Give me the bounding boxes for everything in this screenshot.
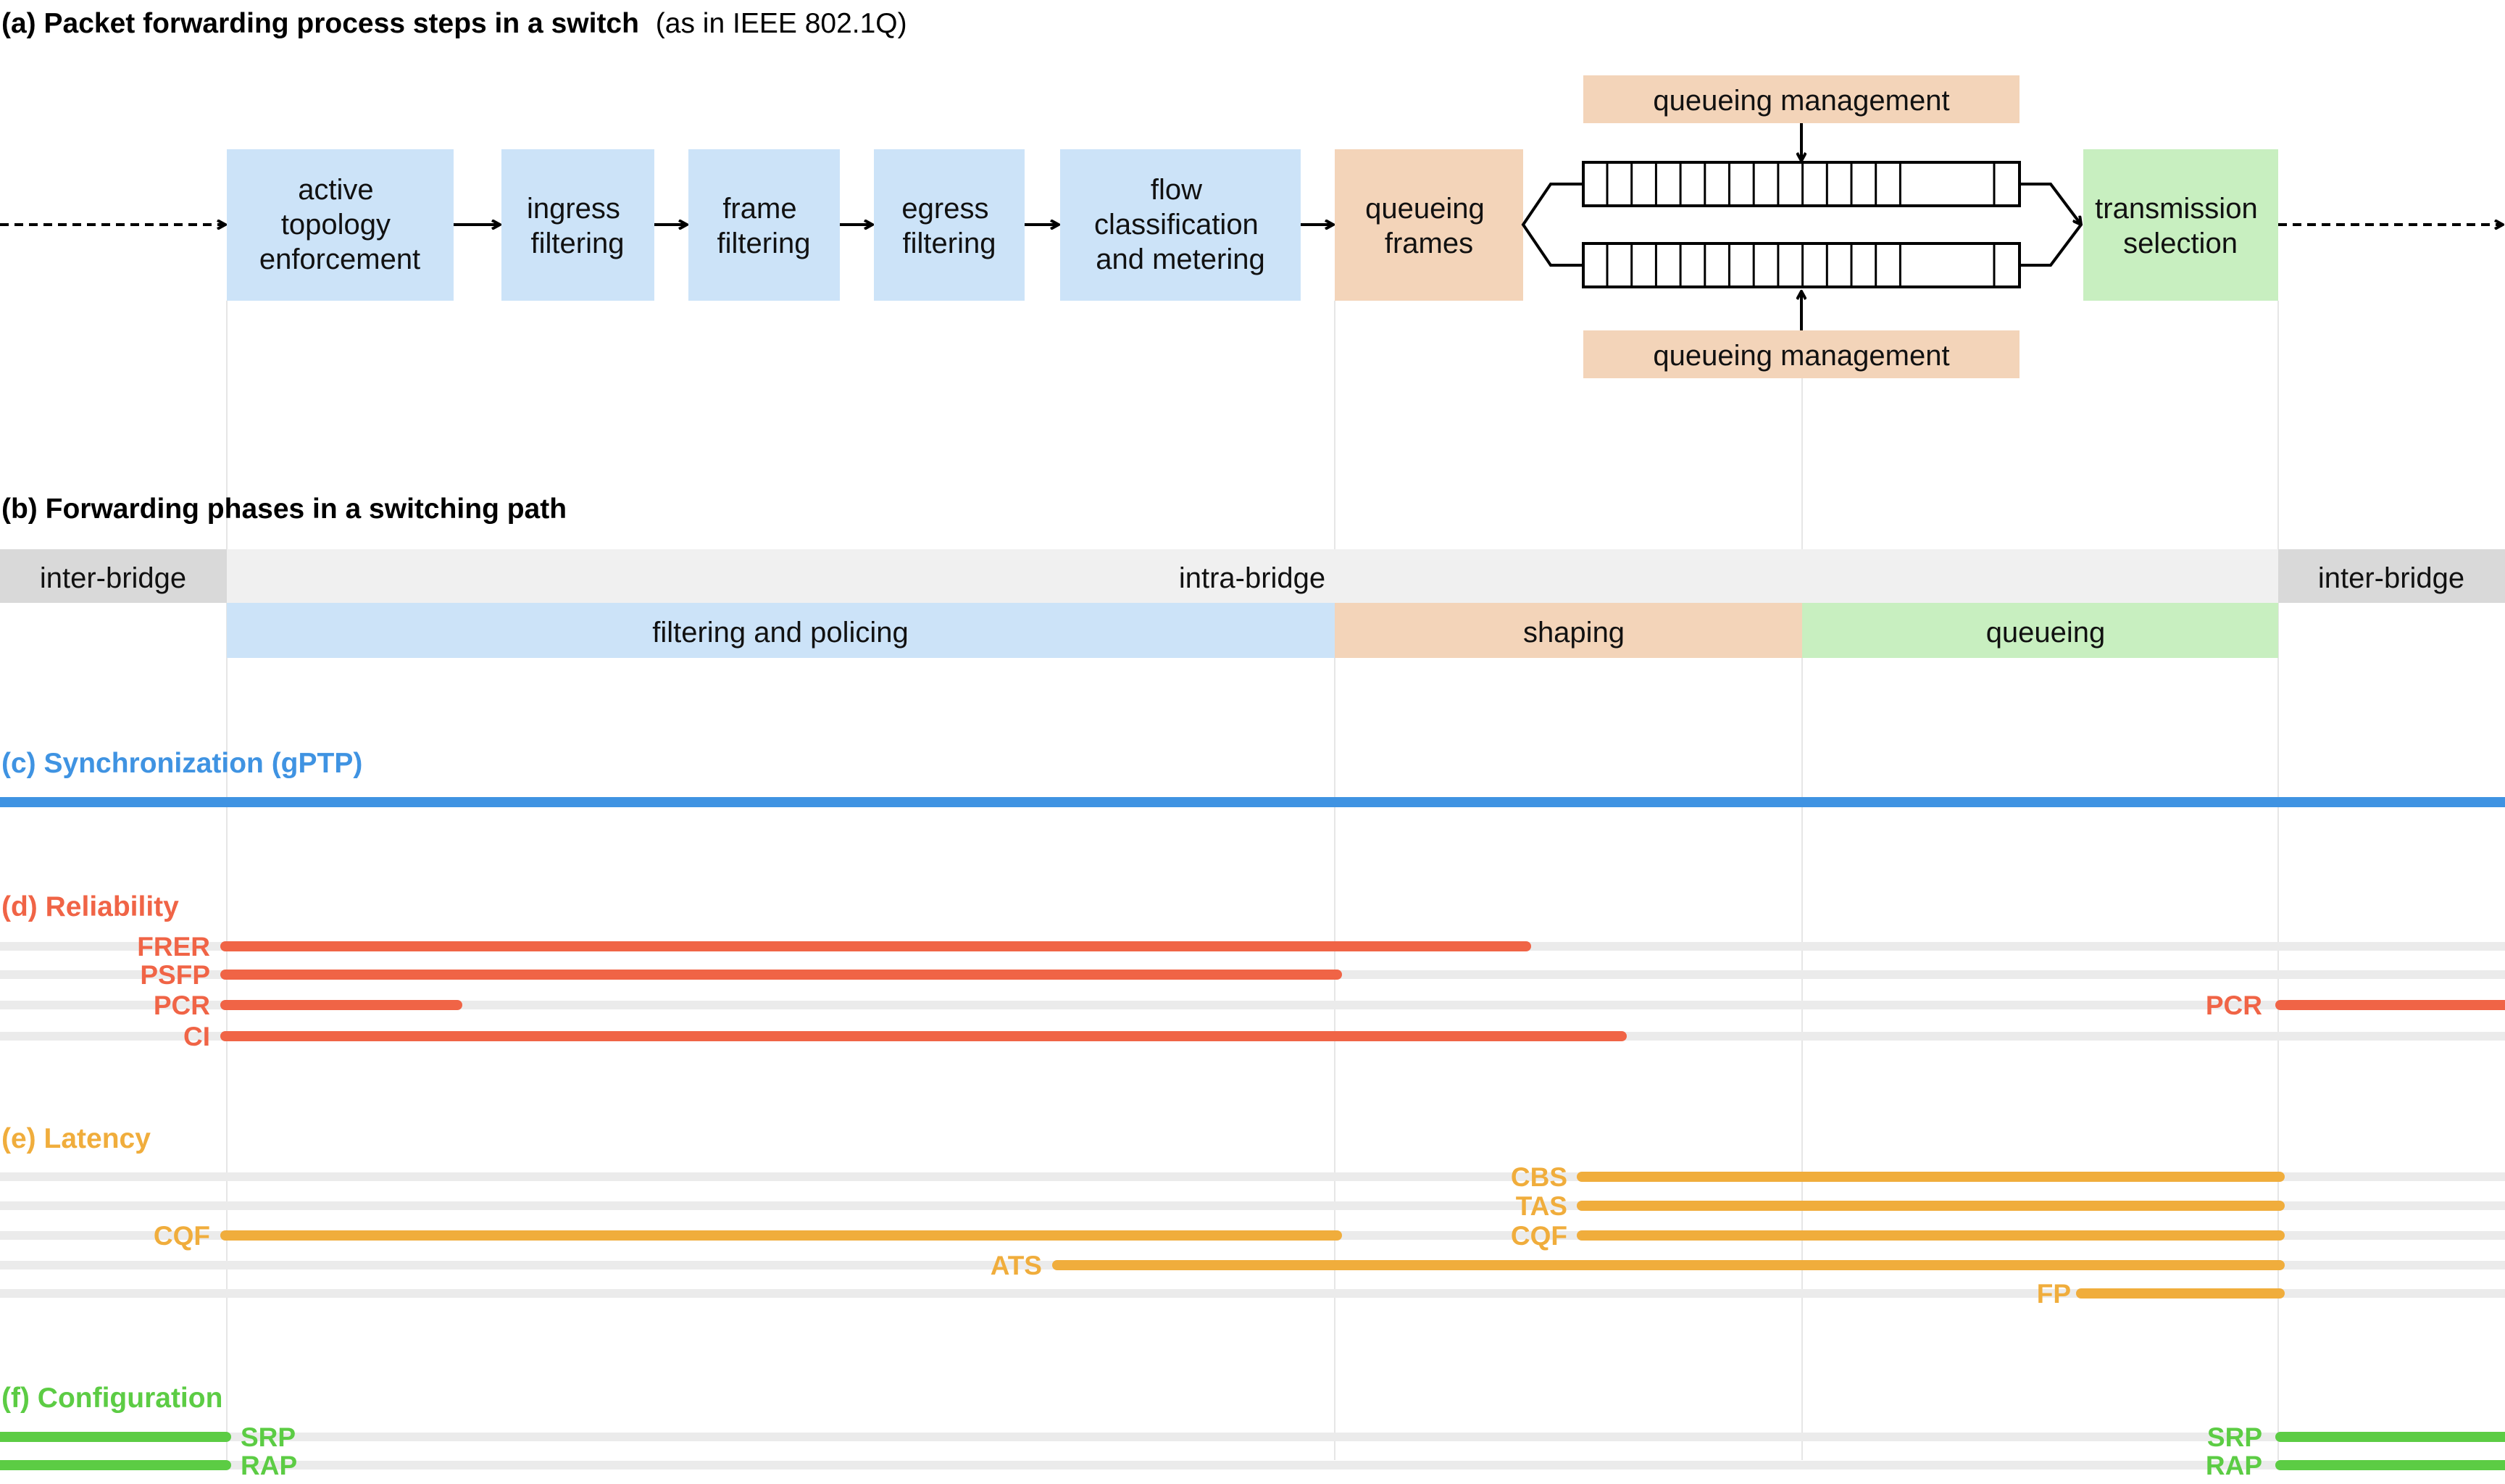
subphase-label-shaping: shaping [1523, 617, 1625, 649]
merge-connector-top [2020, 183, 2081, 225]
phase-inter-bridge-left [0, 549, 227, 603]
step-box-flow-classification [1060, 149, 1301, 301]
section-a-title: (a) Packet forwarding process steps in a… [1, 8, 907, 39]
label-frer: FRER [137, 932, 210, 962]
phase-label-intra-bridge: intra-bridge [1179, 562, 1325, 594]
queue-mgmt-bottom-box [1583, 330, 2020, 378]
subphase-label-filtering-policing: filtering and policing [652, 617, 909, 649]
step-label-egress-filtering: egress filtering [901, 193, 996, 259]
phase-intra-bridge [227, 549, 2278, 603]
fanout-connector [1521, 183, 1583, 267]
section-d-title: (d) Reliability [1, 891, 179, 922]
phase-label-inter-bridge-right: inter-bridge [2318, 562, 2464, 594]
section-a-subtitle: (as in IEEE 802.1Q) [656, 8, 907, 39]
label-ats: ATS [991, 1251, 1042, 1280]
label-pcr: PCR [154, 991, 210, 1020]
queue-mgmt-top-box [1583, 75, 2020, 123]
step-box-active-topology [227, 149, 454, 301]
process-step-boxes [227, 149, 2278, 301]
queue-buffer-bottom [1582, 242, 2021, 288]
label-cqf: CQF [1511, 1221, 1567, 1251]
subphase-queueing [1802, 603, 2278, 658]
queue-top-outline [1582, 161, 2021, 207]
phase-inter-bridge-right [2278, 549, 2505, 603]
step-label-active-topology: active topology enforcement [259, 174, 420, 275]
label-ci: CI [183, 1022, 210, 1051]
section-b-title: (b) Forwarding phases in a switching pat… [1, 493, 567, 525]
subphase-label-queueing: queueing [1986, 617, 2106, 649]
subphase-filtering-policing [227, 603, 1335, 658]
label-fp: FP [2037, 1279, 2071, 1309]
label-srp: SRP [241, 1422, 296, 1452]
label-rap: RAP [241, 1451, 297, 1480]
step-label-ingress-filtering: ingress filtering [527, 193, 628, 259]
queue-bottom-outline [1582, 242, 2021, 288]
sync-gptp-bar [0, 797, 2505, 807]
step-box-queueing-frames [1335, 149, 1523, 301]
queue-mgmt-top-label: queueing management [1653, 85, 1949, 117]
step-label-flow-classification: flow classification and metering [1094, 174, 1267, 275]
step-box-frame-filtering [688, 149, 840, 301]
step-label-frame-filtering: frame filtering [717, 193, 811, 259]
queue-mgmt-bottom-label: queueing management [1653, 340, 1949, 372]
section-e-title: (e) Latency [1, 1123, 151, 1154]
step-box-transmission-selection [2083, 149, 2278, 301]
merge-connector-bottom [2020, 223, 2083, 267]
label-tas: TAS [1516, 1191, 1567, 1221]
label-cbs: CBS [1511, 1162, 1567, 1192]
step-box-ingress-filtering [501, 149, 654, 301]
section-f-title: (f) Configuration [1, 1383, 222, 1414]
queue-buffer-top [1582, 161, 2021, 207]
label-cqf: CQF [154, 1221, 210, 1251]
subphase-shaping [1335, 603, 1802, 658]
step-label-transmission-selection: transmission selection [2095, 193, 2266, 259]
step-label-queueing-frames: queueing frames [1365, 193, 1493, 259]
section-a-title-main: (a) Packet forwarding process steps in a… [1, 8, 639, 39]
phase-label-inter-bridge-left: inter-bridge [40, 562, 186, 594]
label-srp: SRP [2207, 1422, 2262, 1452]
label-psfp: PSFP [140, 960, 210, 990]
section-c-title: (c) Synchronization (gPTP) [1, 748, 362, 779]
label-pcr: PCR [2206, 991, 2262, 1020]
step-box-egress-filtering [874, 149, 1025, 301]
guide-lines [226, 301, 2279, 1460]
label-rap: RAP [2206, 1451, 2262, 1480]
